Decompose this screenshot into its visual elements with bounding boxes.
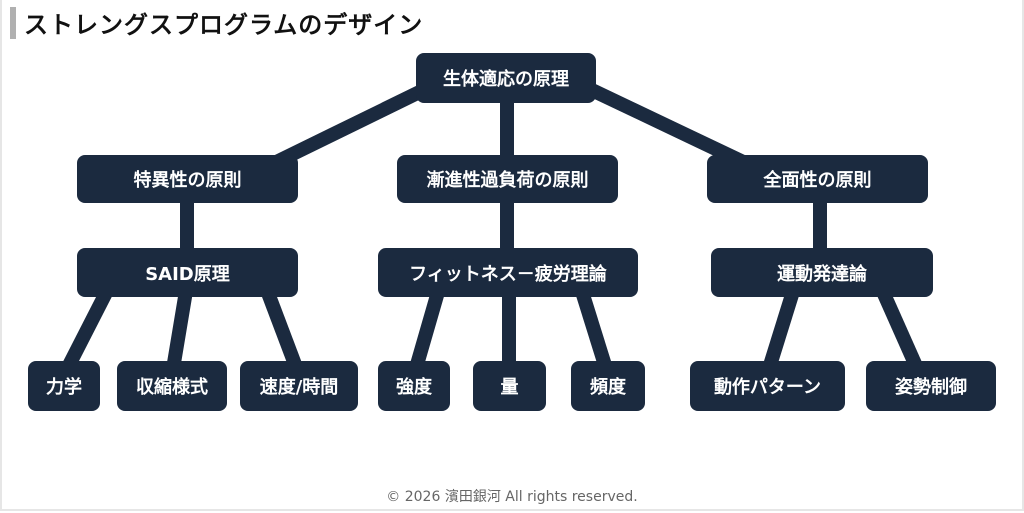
node-contraction-mode: 収縮様式 xyxy=(117,361,227,411)
node-specificity: 特異性の原則 xyxy=(77,155,298,203)
node-velocity-time: 速度/時間 xyxy=(240,361,358,411)
node-comprehensiveness: 全面性の原則 xyxy=(707,155,928,203)
node-motor-development: 運動発達論 xyxy=(711,248,933,297)
node-said: SAID原理 xyxy=(77,248,298,297)
node-progressive-overload: 漸進性過負荷の原則 xyxy=(397,155,618,203)
connector xyxy=(573,282,615,378)
title-accent-bar xyxy=(10,7,16,39)
connector xyxy=(873,282,927,378)
node-intensity: 強度 xyxy=(378,361,450,411)
page-title: ストレングスプログラムのデザイン xyxy=(24,11,424,39)
node-posture-control: 姿勢制御 xyxy=(866,361,996,411)
node-mechanics: 力学 xyxy=(28,361,100,411)
node-movement-pattern: 動作パターン xyxy=(690,361,845,411)
node-volume: 量 xyxy=(473,361,546,411)
connector xyxy=(57,281,117,379)
node-fitness-fatigue: フィットネス－疲労理論 xyxy=(378,248,638,297)
copyright-footer: © 2026 濱田銀河 All rights reserved. xyxy=(386,489,638,505)
connector xyxy=(760,282,802,378)
connector xyxy=(258,282,306,378)
connector xyxy=(407,283,447,377)
node-frequency: 頻度 xyxy=(571,361,645,411)
connector xyxy=(165,283,194,377)
node-root: 生体適応の原理 xyxy=(416,53,596,103)
